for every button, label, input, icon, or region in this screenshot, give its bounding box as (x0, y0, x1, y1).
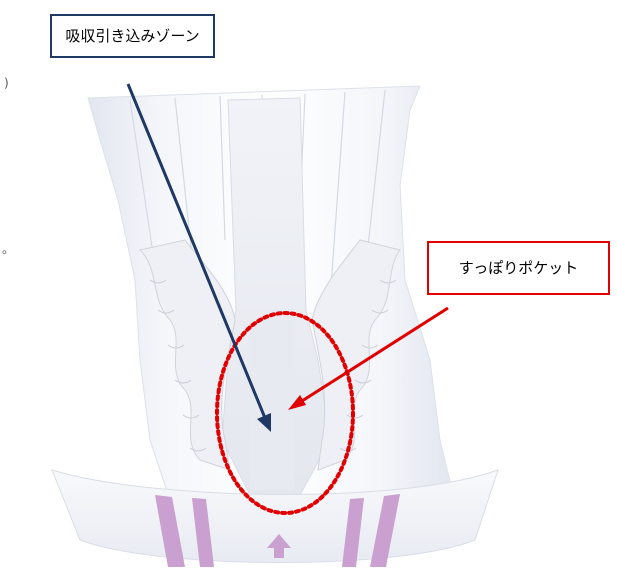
edge-period-mark: 。 (2, 240, 14, 257)
absorption-zone-callout: 吸収引き込みゾーン (50, 14, 215, 58)
core-center-strip (250, 320, 294, 490)
pocket-label: すっぽりポケット (459, 261, 578, 276)
pocket-callout: すっぽりポケット (427, 241, 610, 295)
absorption-zone-label: 吸収引き込みゾーン (65, 29, 199, 44)
edge-paren-mark: ) (4, 76, 9, 90)
